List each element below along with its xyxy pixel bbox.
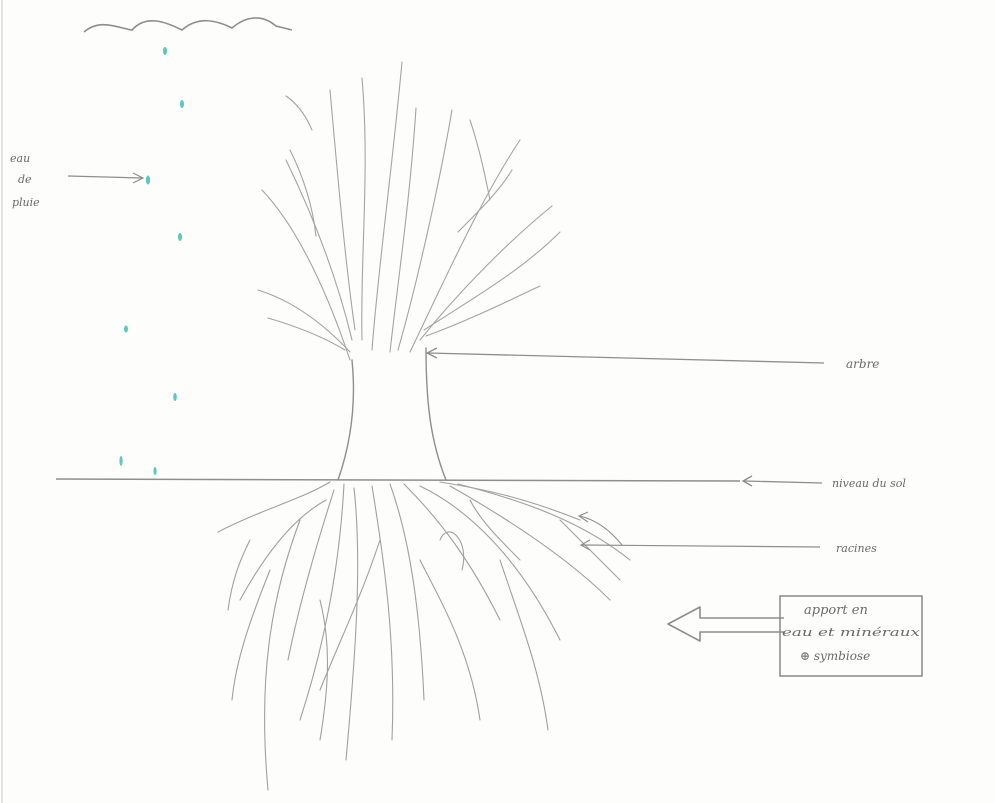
root: [319, 539, 381, 691]
rain-arrow-shaft: [67, 175, 143, 179]
ground-arrow-shaft: [743, 480, 823, 484]
note-line3: ⊕ symbiose: [800, 649, 870, 663]
raindrops: [119, 47, 184, 475]
root: [419, 559, 481, 721]
tree-arrow-shaft: [427, 352, 825, 364]
trunk-left-edge: [337, 359, 355, 481]
roots-arrow-head: [579, 539, 591, 551]
ground-label: niveau du sol: [832, 477, 906, 490]
root: [217, 481, 331, 533]
cloud: [83, 17, 293, 33]
branch: [289, 149, 317, 237]
note-box: [779, 595, 923, 677]
root: [239, 499, 327, 601]
branch: [267, 317, 346, 351]
root: [371, 485, 394, 741]
branch: [389, 107, 417, 353]
branch: [425, 285, 541, 337]
roots-arrow-shaft: [581, 544, 821, 548]
root: [263, 519, 301, 791]
tree-label: arbre: [846, 357, 879, 371]
tree-arrow-head: [425, 347, 438, 359]
branch: [397, 109, 453, 351]
note-line2: eau et minéraux: [782, 625, 921, 639]
raindrop: [145, 175, 151, 185]
tree-crown: [257, 61, 561, 361]
root: [231, 569, 271, 701]
root: [227, 539, 251, 611]
root: [457, 483, 631, 561]
root: [499, 559, 549, 731]
branch: [457, 169, 513, 233]
branch: [423, 231, 561, 331]
root: [319, 599, 329, 741]
root: [439, 531, 465, 571]
root: [469, 499, 521, 561]
branch: [469, 119, 491, 201]
root: [419, 485, 561, 641]
branch: [261, 189, 351, 361]
roots-label: racines: [836, 542, 877, 555]
branch: [371, 61, 403, 351]
raindrop: [180, 100, 184, 108]
raindrop: [153, 467, 157, 475]
rain-label-line3: pluie: [12, 196, 40, 209]
root: [299, 483, 345, 721]
trunk-right-edge: [425, 347, 447, 481]
branch: [329, 89, 356, 331]
root: [439, 481, 581, 521]
raindrop: [173, 393, 177, 401]
root: [287, 489, 335, 661]
branch: [285, 95, 313, 131]
raindrop: [124, 325, 128, 333]
root: [389, 483, 425, 701]
input-hollow-arrow: [667, 606, 784, 642]
tree-trunk: [337, 347, 447, 481]
raindrop: [178, 233, 182, 241]
rain-label-line1: eau: [10, 152, 30, 165]
roots-arrow-fork-head: [577, 511, 589, 523]
root: [403, 483, 501, 621]
root: [449, 485, 611, 601]
raindrop: [163, 47, 167, 55]
root: [345, 487, 359, 761]
rain-arrow-head: [132, 172, 145, 184]
tree-roots: [217, 481, 631, 791]
note-line1: apport en: [804, 603, 868, 618]
rain-label-line2: de: [18, 173, 32, 186]
ground-line: [55, 478, 741, 482]
ground-arrow-head: [741, 475, 753, 487]
raindrop: [119, 456, 123, 466]
branch: [257, 289, 351, 353]
branch: [409, 139, 521, 353]
branch: [361, 77, 366, 341]
branch: [419, 205, 553, 341]
branch: [285, 159, 353, 341]
roots-arrow-fork: [579, 515, 623, 546]
